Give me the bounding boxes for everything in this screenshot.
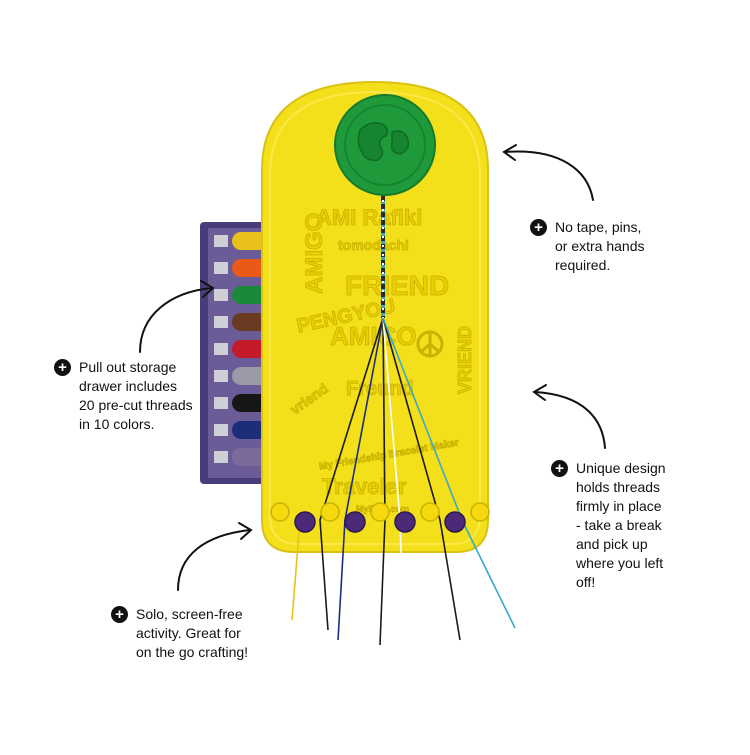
embossed-word: AMICO (330, 321, 417, 351)
bead (344, 511, 366, 533)
globe-icon (357, 122, 410, 162)
callout-no-tape: + No tape, pins, or extra hands required… (530, 218, 645, 275)
callout-solo-activity: + Solo, screen-free activity. Great for … (111, 605, 248, 662)
plus-circle-icon: + (54, 359, 71, 376)
bead (270, 502, 290, 522)
arrows (139, 144, 606, 591)
skein-label (214, 343, 228, 355)
bead (420, 502, 440, 522)
plus-circle-icon: + (551, 460, 568, 477)
skein-label (214, 451, 228, 463)
plus-circle-icon: + (111, 606, 128, 623)
callout-line: Solo, screen-free (136, 606, 243, 622)
callout-line: on the go crafting! (136, 644, 249, 660)
callout-line: Unique design (576, 460, 666, 476)
embossed-word: AMIGO (301, 213, 328, 294)
callout-line: No tape, pins, (555, 219, 642, 235)
callout-text: Unique design holds threads firmly in pl… (576, 459, 666, 592)
callout-text: Pull out storage drawer includes 20 pre-… (79, 358, 193, 434)
callout-line: in 10 colors. (79, 416, 155, 432)
embossed-word: FRIEND (345, 270, 449, 301)
callout-unique-design: + Unique design holds threads firmly in … (551, 459, 666, 592)
globe-dial (334, 94, 436, 196)
bead (470, 502, 490, 522)
thread (319, 317, 384, 631)
arrow-solo (177, 522, 253, 591)
embossed-word: AMI Rafiki (316, 205, 422, 230)
bead (294, 511, 316, 533)
skein-label (214, 397, 228, 409)
callout-line: off! (576, 574, 596, 590)
callout-line: required. (555, 257, 611, 273)
bracelet-board (261, 80, 489, 553)
peace-sign-icon (416, 330, 444, 358)
thread (382, 317, 461, 641)
arrow-tape (502, 144, 594, 201)
callout-line: activity. Great for (136, 625, 241, 641)
callout-line: drawer includes (79, 378, 178, 394)
bead (444, 511, 466, 533)
embossed-word: tomodachi (338, 237, 409, 253)
bead (320, 502, 340, 522)
bead (394, 511, 416, 533)
plus-circle-icon: + (530, 219, 547, 236)
callout-text: Solo, screen-free activity. Great for on… (136, 605, 248, 662)
callout-line: firmly in place (576, 498, 662, 514)
embossed-word: Traveler (322, 474, 407, 499)
callout-storage-drawer: + Pull out storage drawer includes 20 pr… (54, 358, 193, 434)
thread (291, 519, 301, 621)
embossed-word: VRIEND (455, 326, 475, 394)
skein-label (214, 316, 228, 328)
callout-line: and pick up (576, 536, 648, 552)
skein-label (214, 424, 228, 436)
callout-line: - take a break (576, 517, 662, 533)
arrow-drawer (139, 280, 215, 353)
skein-label (214, 235, 228, 247)
callout-line: Pull out storage (79, 359, 177, 375)
callout-line: or extra hands (555, 238, 645, 254)
callout-text: No tape, pins, or extra hands required. (555, 218, 645, 275)
skein-label (214, 289, 228, 301)
arrow-design (532, 384, 606, 449)
callout-line: holds threads (576, 479, 661, 495)
bead-row (270, 502, 490, 533)
callout-line: where you left (576, 555, 664, 571)
callout-line: 20 pre-cut threads (79, 397, 193, 413)
bead (370, 502, 390, 522)
skein-label (214, 370, 228, 382)
skein-label (214, 262, 228, 274)
